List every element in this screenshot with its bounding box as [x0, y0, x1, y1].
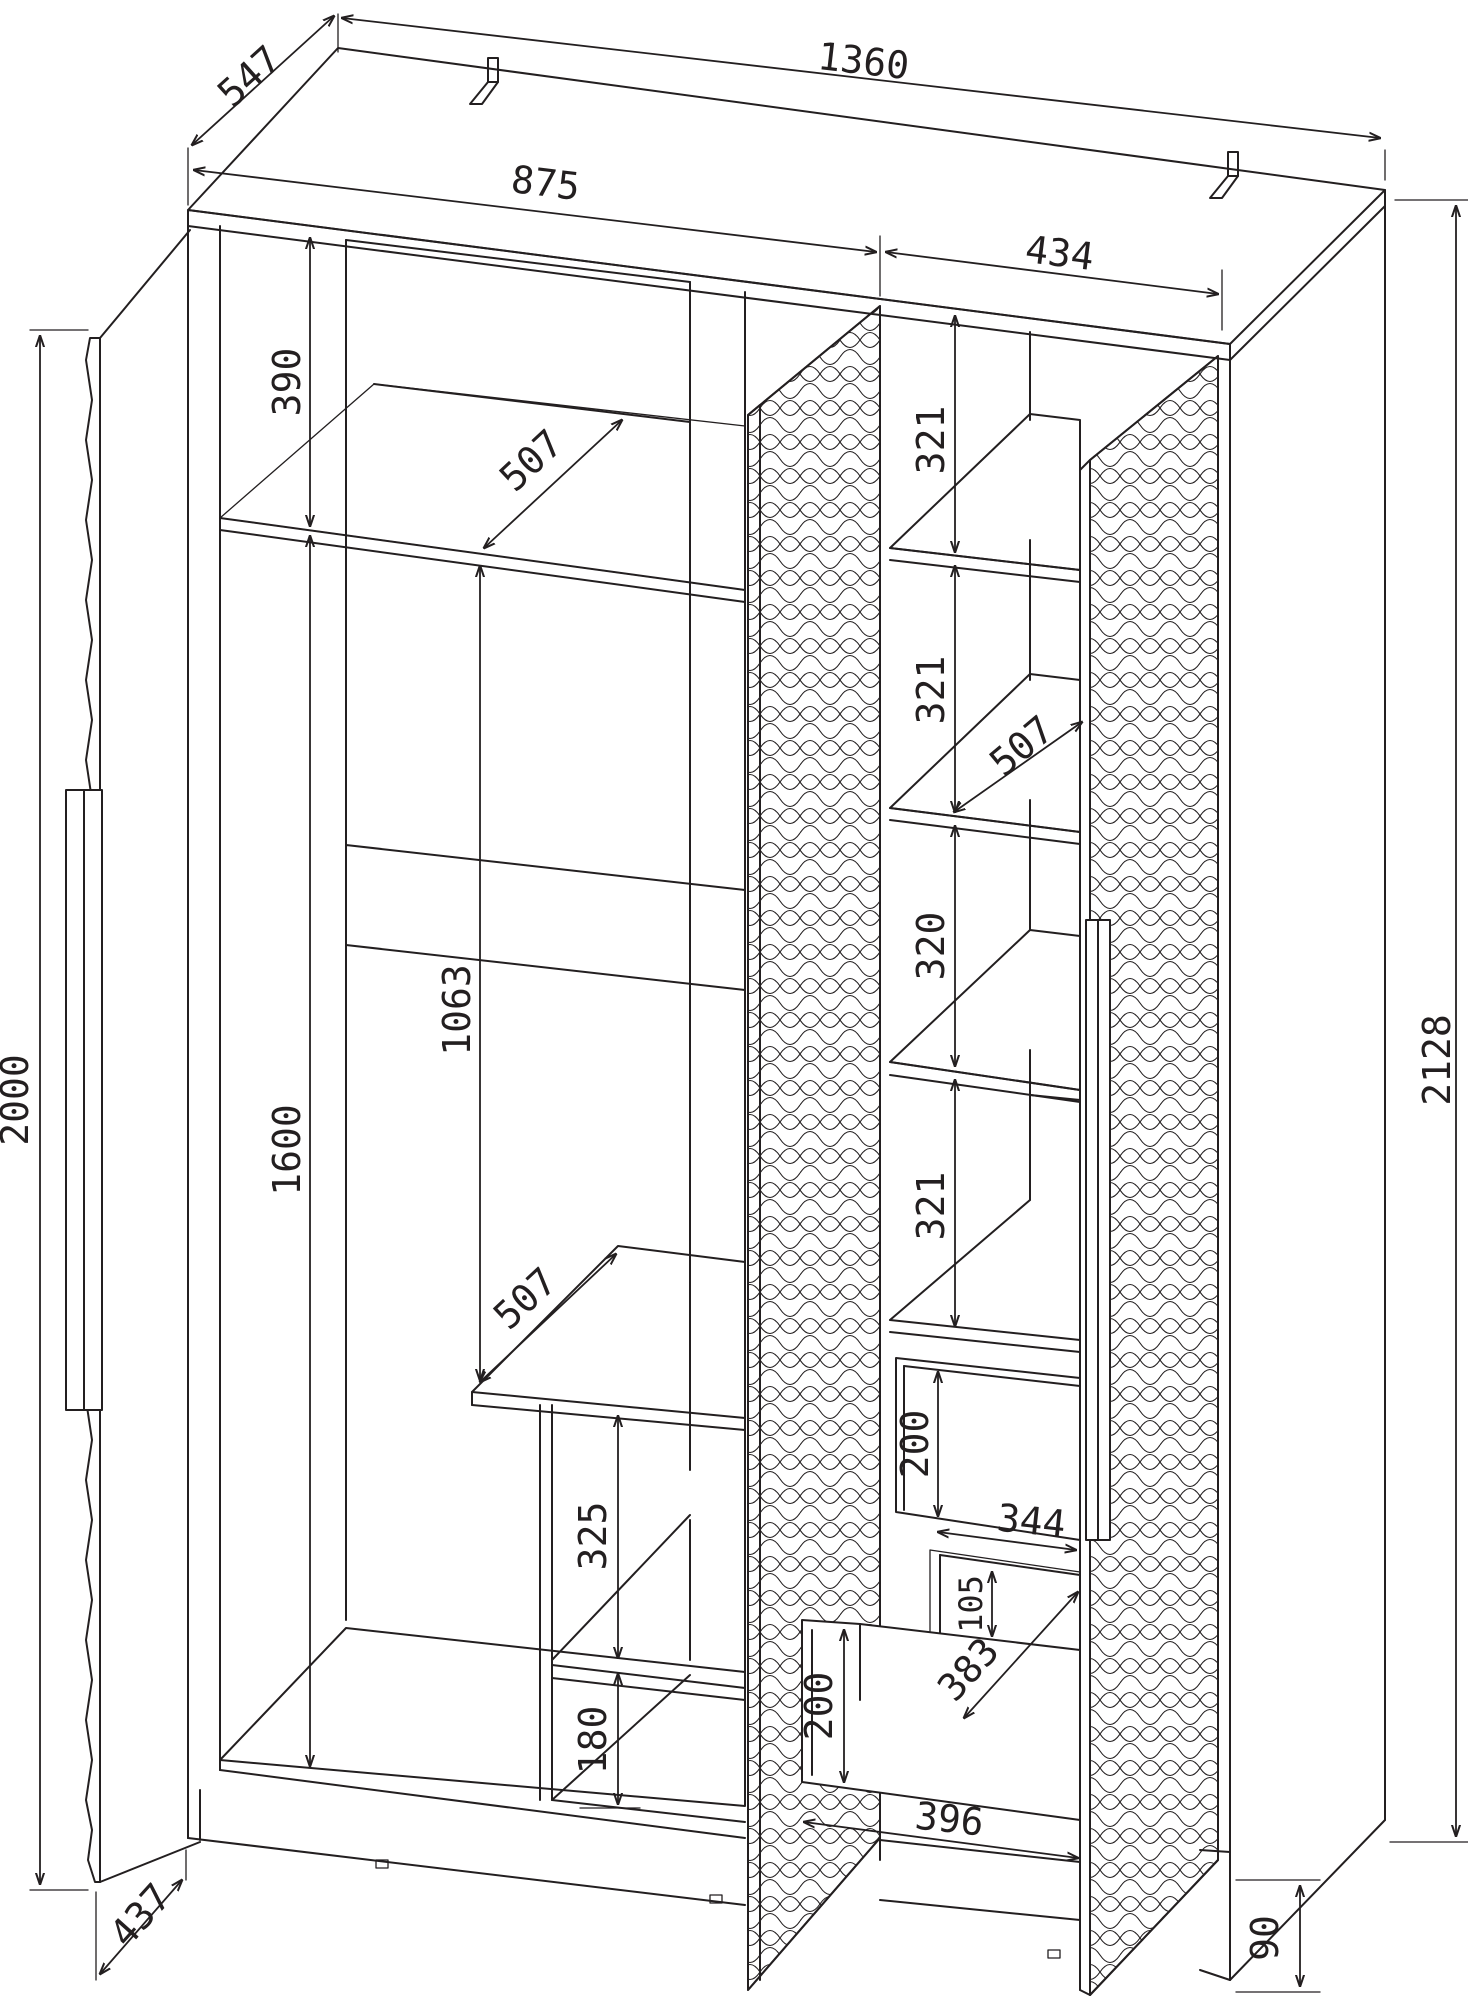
- dim-total-height: 2128: [1389, 199, 1468, 1843]
- dim-left-section: 875: [194, 157, 881, 297]
- wall-bracket-right: [1209, 151, 1239, 199]
- label-hanging-rail: 1063: [435, 964, 479, 1056]
- label-left-top: 390: [265, 348, 309, 417]
- dim-total-depth: 547: [187, 16, 334, 206]
- label-door-width: 437: [101, 1875, 180, 1955]
- dim-drawer-inner-width: 344: [938, 1496, 1076, 1550]
- dim-drawer-front-lower: 200: [797, 1630, 844, 1782]
- dim-left-hanging: 1600: [265, 536, 310, 1766]
- label-left-shelf-lower: 507: [485, 1259, 565, 1338]
- label-drawer-inner-height: 105: [952, 1575, 990, 1633]
- label-drawer-front-lower: 200: [797, 1672, 841, 1741]
- label-total-width: 1360: [816, 34, 912, 88]
- label-left-section: 875: [509, 157, 582, 209]
- label-right-section: 434: [1023, 227, 1096, 279]
- left-door: [85, 229, 201, 1883]
- label-left-hanging: 1600: [265, 1104, 309, 1196]
- label-right-shelf-3: 320: [909, 912, 953, 981]
- label-plinth: 90: [1243, 1915, 1287, 1961]
- center-door: [747, 305, 881, 1991]
- label-drawer-front-upper: 200: [893, 1410, 937, 1479]
- dim-right-shelf-depth: 507: [954, 707, 1082, 812]
- right-door-handle: [1085, 919, 1111, 1541]
- label-drawer-width: 396: [913, 1794, 986, 1845]
- dim-right-shelf-4: 321: [909, 1080, 955, 1326]
- label-door-height: 2000: [0, 1054, 37, 1146]
- dim-left-top: 390: [265, 238, 310, 526]
- label-right-shelf-4: 321: [909, 1172, 953, 1241]
- dim-door-height: 2000: [0, 329, 89, 1891]
- label-drawer-inner-width: 344: [995, 1496, 1068, 1547]
- dim-left-shelf-lower: 507: [480, 1254, 616, 1382]
- label-left-shelf-top: 507: [491, 421, 571, 500]
- label-right-shelf-depth: 507: [981, 707, 1062, 785]
- label-total-height: 2128: [1415, 1014, 1459, 1106]
- dim-lower-niche: 325: [571, 1416, 618, 1658]
- dim-drawer-front-upper: 200: [893, 1372, 938, 1516]
- left-door-handle: [65, 789, 103, 1411]
- dim-plinth: 90: [1235, 1879, 1321, 1993]
- dim-total-width: 1360: [337, 13, 1386, 181]
- label-total-depth: 547: [209, 37, 289, 116]
- dim-bottom-niche: 180: [571, 1674, 641, 1809]
- dim-right-shelf-3: 320: [909, 826, 955, 1066]
- label-right-shelf-1: 321: [909, 406, 953, 475]
- label-bottom-niche: 180: [571, 1706, 615, 1775]
- wall-bracket-left: [469, 57, 499, 105]
- dim-drawer-inner-height: 105: [952, 1572, 992, 1636]
- label-right-shelf-2: 321: [909, 656, 953, 725]
- top-panel: [187, 47, 1386, 361]
- dim-drawer-width: 396: [804, 1794, 1078, 1858]
- dim-door-width: 437: [95, 1849, 187, 1981]
- dim-right-shelf-2: 321: [909, 566, 955, 812]
- dim-right-shelf-1: 321: [909, 316, 955, 552]
- dim-left-shelf-top: 507: [484, 420, 622, 548]
- label-lower-niche: 325: [571, 1502, 615, 1571]
- dim-right-section: 434: [886, 227, 1223, 331]
- dim-hanging-rail: 1063: [435, 566, 480, 1380]
